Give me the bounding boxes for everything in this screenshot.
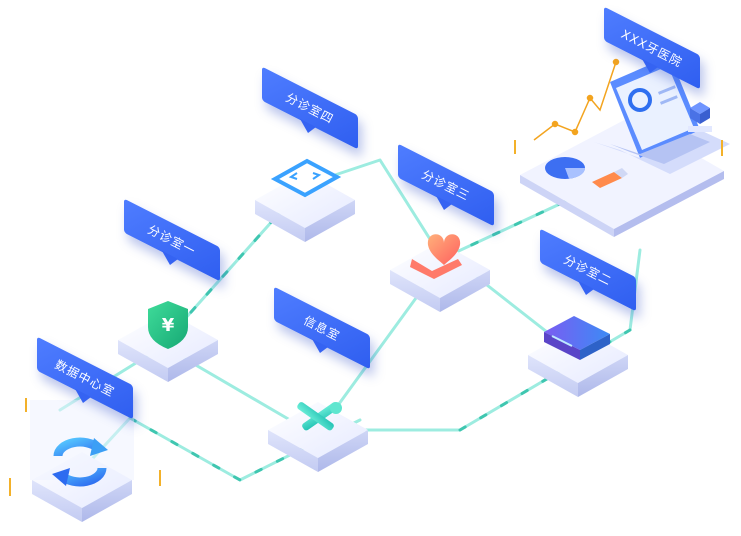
cube-stack-icon <box>688 102 712 132</box>
yuan-shield-icon: ¥ <box>148 301 188 349</box>
platform-info-room <box>268 402 368 472</box>
platform-data-center <box>30 400 134 522</box>
dash-room-one-four <box>173 188 302 332</box>
pie-chart-icon <box>545 157 586 179</box>
glow-sparks <box>9 140 723 496</box>
platform-room-one <box>118 312 218 382</box>
svg-text:¥: ¥ <box>162 315 175 336</box>
dash-three-hospital <box>448 188 592 257</box>
laptop-dashboard-icon <box>594 56 730 174</box>
usb-drive-icon <box>592 168 628 188</box>
heart-hand-icon <box>410 234 462 279</box>
sync-arrows-icon <box>52 437 108 487</box>
dash-info-two <box>458 328 632 432</box>
platform-room-four <box>255 172 355 242</box>
tools-icon <box>297 402 342 431</box>
server-icon <box>544 316 610 360</box>
trend-line-icon <box>533 58 620 141</box>
code-window-icon <box>270 158 342 198</box>
